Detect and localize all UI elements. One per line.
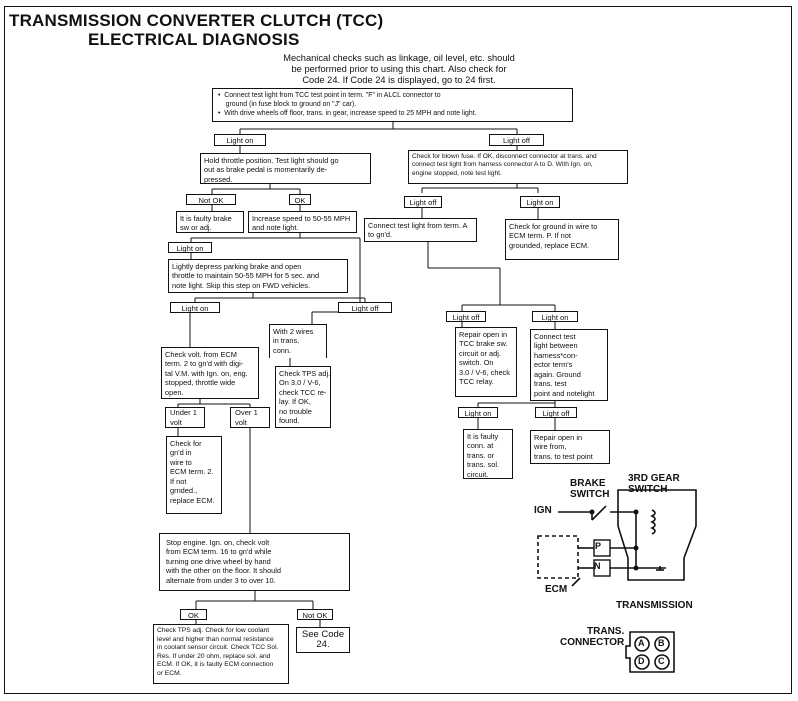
step-check-gnd-ecm-term-2: Check for gn'd in wire to ECM term. 2. I… [166,436,222,514]
label-ecm: ECM [545,584,568,595]
label-light-on: Light on [532,311,578,322]
result-see-code-24: See Code 24. [296,627,350,653]
label-light-off: Light off [535,407,577,418]
label-ok: OK [289,194,311,205]
label-brake-switch: BRAKE SWITCH [570,478,610,500]
label-light-off: Light off [489,134,544,146]
diagram-frame [4,6,792,694]
step-check-volt-ecm-term-16: Stop engine. Ign. on, check volt from EC… [159,533,350,591]
step-connect-between-terms: Connect test light between harness*con- … [530,329,608,401]
result-repair-open-wire: Repair open in wire from, trans. to test… [530,430,610,464]
label-light-off: Light off [404,196,442,208]
intro-note: Mechanical checks such as linkage, oil l… [283,53,515,85]
title-line-1: TRANSMISSION CONVERTER CLUTCH (TCC) [9,11,384,30]
label-ign: IGN [534,505,552,516]
label-light-on: Light on [520,196,560,208]
result-faulty-connector: It is faulty conn. at trans. or trans. s… [463,429,513,479]
label-over-1-volt: Over 1 volt [230,407,270,428]
label-not-ok: Not OK [186,194,236,205]
label-3rd-gear-switch: 3RD GEAR SWITCH [628,473,680,495]
title-line-2: ELECTRICAL DIAGNOSIS [88,30,300,49]
tcc-circuit-schematic [537,489,697,587]
step-check-ground-ecm-p: Check for ground in wire to ECM term. P.… [505,219,619,260]
pin-c: C [658,656,665,666]
step-check-volt-ecm-term-2: Check volt. from ECM term. 2 to gn'd wit… [161,347,259,399]
label-light-on: Light on [168,242,212,253]
result-faulty-brake-switch: It is faulty brake sw or adj. [176,211,244,233]
label-light-off: Light off [446,311,486,322]
step-increase-speed: Increase speed to 50-55 MPH and note lig… [248,211,357,233]
result-final-checks: Check TPS adj. Check for low coolant lev… [153,624,289,684]
label-pin-n: N [594,561,601,571]
result-check-tps-adj: Check TPS adj. On 3.0 / V-6, check TCC r… [275,366,331,428]
pin-a: A [638,638,645,648]
pin-d: D [638,656,645,666]
label-light-off: Light off [338,302,392,313]
label-ok: OK [180,609,207,620]
label-trans-connector: TRANS. CONNECTOR [560,626,625,648]
label-under-1-volt: Under 1 volt [165,407,205,428]
step-check-blown-fuse: Check for blown fuse. If OK, disconnect … [408,150,628,184]
pin-b: B [658,638,665,648]
step-parking-brake: Lightly depress parking brake and open t… [168,259,348,293]
label-not-ok: Not OK [297,609,333,620]
label-light-on: Light on [458,407,498,418]
step-connect-term-a: Connect test light from term. A to gn'd. [364,218,477,242]
label-transmission: TRANSMISSION [616,600,693,611]
step-hold-throttle: Hold throttle position. Test light shoul… [200,153,371,184]
label-pin-p: P [595,541,602,551]
result-repair-open-brake-sw: Repair open in TCC brake sw. circuit or … [455,327,517,397]
step-two-wires: With 2 wires in trans. conn. [269,324,327,358]
label-light-on: Light on [214,134,266,146]
start-step: • Connect test light from TCC test point… [212,88,573,122]
label-light-on: Light on [170,302,220,313]
trans-connector-icon [625,631,675,673]
